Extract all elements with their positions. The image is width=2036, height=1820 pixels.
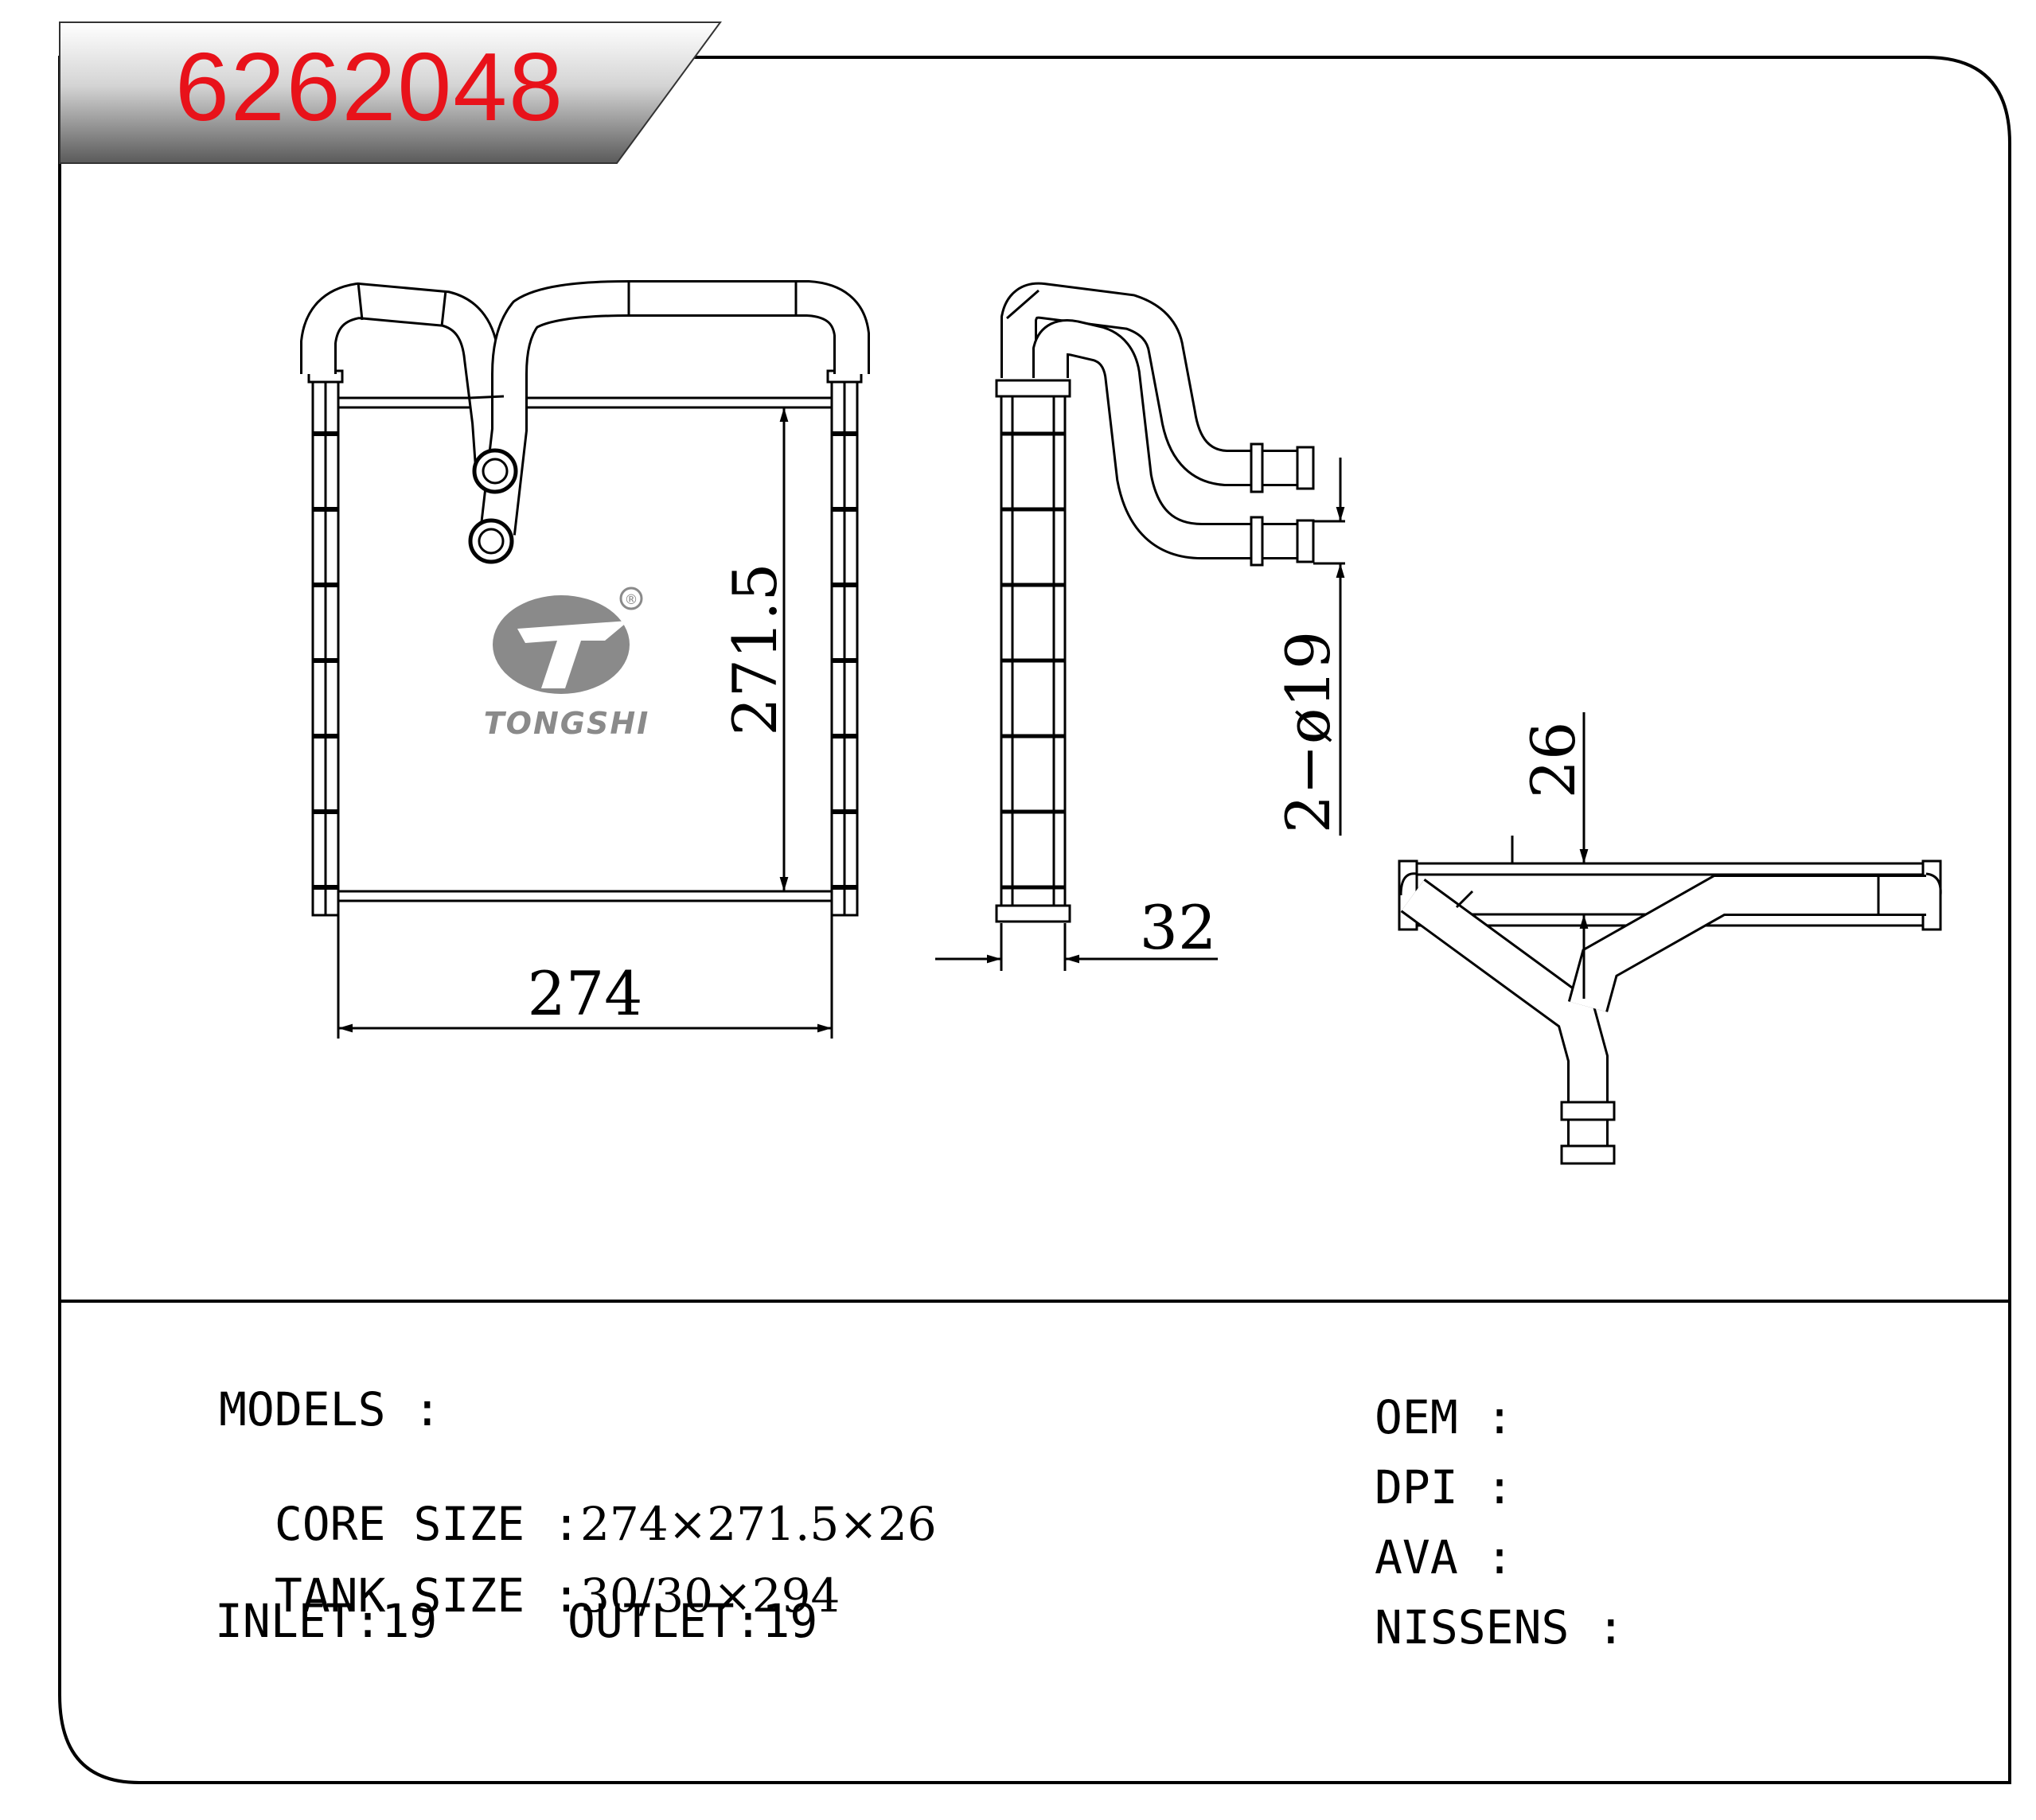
width-dimension: 274 — [527, 958, 642, 1029]
core-size-value: 274×271.5×26 — [579, 1497, 937, 1551]
nissens-label: NISSENS : — [1375, 1600, 1625, 1654]
registered-mark: ® — [625, 592, 638, 608]
brand-name: TONGSHI — [484, 706, 650, 741]
dpi-label: DPI : — [1375, 1460, 1514, 1514]
tank-size-value: 30/30×294 — [579, 1569, 841, 1623]
side-view — [995, 282, 1315, 923]
outlet-label: OUTLET:19 — [568, 1594, 818, 1648]
sheet-border — [58, 56, 2011, 1784]
side-dimensions — [935, 458, 1345, 971]
core-size-row: CORE SIZE :274×271.5×26 — [219, 1455, 937, 1547]
tank-size-label: TANK SIZE : — [274, 1569, 580, 1623]
oem-label: OEM : — [1375, 1390, 1514, 1444]
thickness-dimension: 32 — [1140, 892, 1217, 963]
header-tab — [59, 21, 722, 164]
ava-label: AVA : — [1375, 1530, 1514, 1584]
pipe-spacing-dimension: 26 — [1518, 722, 1589, 799]
models-label: MODELS : — [219, 1382, 442, 1436]
pipe-diameter-dimension: 2−ø19 — [1273, 631, 1344, 834]
height-dimension: 271.5 — [720, 563, 790, 736]
part-number: 6262048 — [175, 33, 564, 141]
inlet-label: INLET:19 — [215, 1594, 438, 1648]
core-size-label: CORE SIZE : — [274, 1497, 580, 1551]
tongshi-logo: ® TONGSHI — [484, 587, 650, 741]
front-dimensions — [337, 407, 833, 1039]
tank-size-row: TANK SIZE :30/30×294 — [219, 1526, 841, 1619]
top-view — [1398, 836, 1942, 1165]
